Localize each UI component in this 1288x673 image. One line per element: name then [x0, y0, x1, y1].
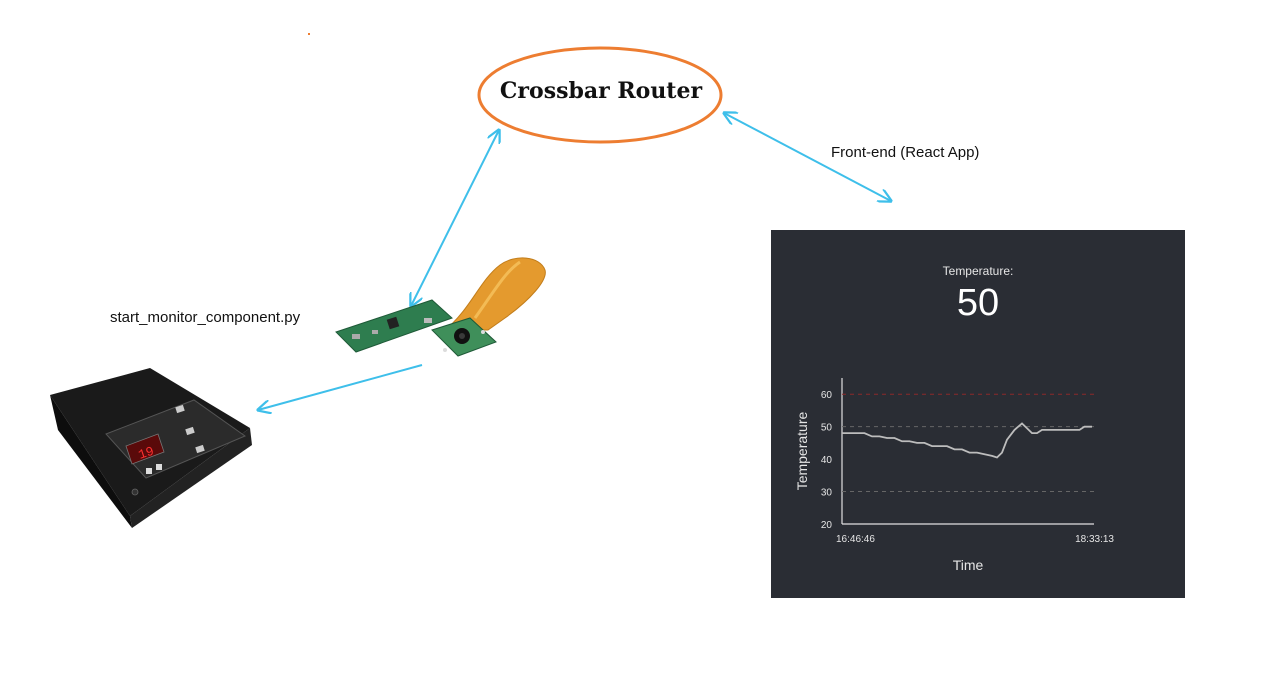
y-tick-label: 30 [821, 488, 833, 499]
router-frontend-arrow [724, 113, 891, 201]
stray-dot [308, 33, 310, 35]
controller-display-value: 19 [136, 444, 155, 463]
temperature-value: 50 [956, 282, 1000, 324]
y-tick-label: 20 [821, 520, 833, 531]
temperature-series-line [842, 422, 1092, 459]
x-tick-label: 16:46:46 [836, 534, 875, 545]
chart-x-label: Time [953, 557, 984, 573]
raspberry-pi-zero-camera-icon [335, 257, 546, 357]
router-ellipse [477, 46, 723, 144]
x-tick-label: 18:33:13 [1075, 534, 1114, 545]
frontend-monitor-panel: Temperature: 50 20 30 40 50 60 16:46:46 18:33… [771, 230, 1185, 598]
y-tick-label: 40 [821, 455, 833, 466]
pi-controller-arrow [258, 364, 423, 410]
y-tick-label: 50 [821, 423, 833, 434]
y-tick-label: 60 [821, 390, 833, 401]
chart-y-label: Temperature [794, 411, 810, 490]
router-label: Crossbar Router [499, 78, 703, 104]
temperature-controller-icon: 19 [50, 368, 252, 528]
router-pi-arrow [411, 130, 499, 306]
pi-component-label: start_monitor_component.py [110, 309, 301, 326]
frontend-label: Front-end (React App) [831, 144, 980, 161]
temperature-title: Temperature: [942, 264, 1014, 278]
